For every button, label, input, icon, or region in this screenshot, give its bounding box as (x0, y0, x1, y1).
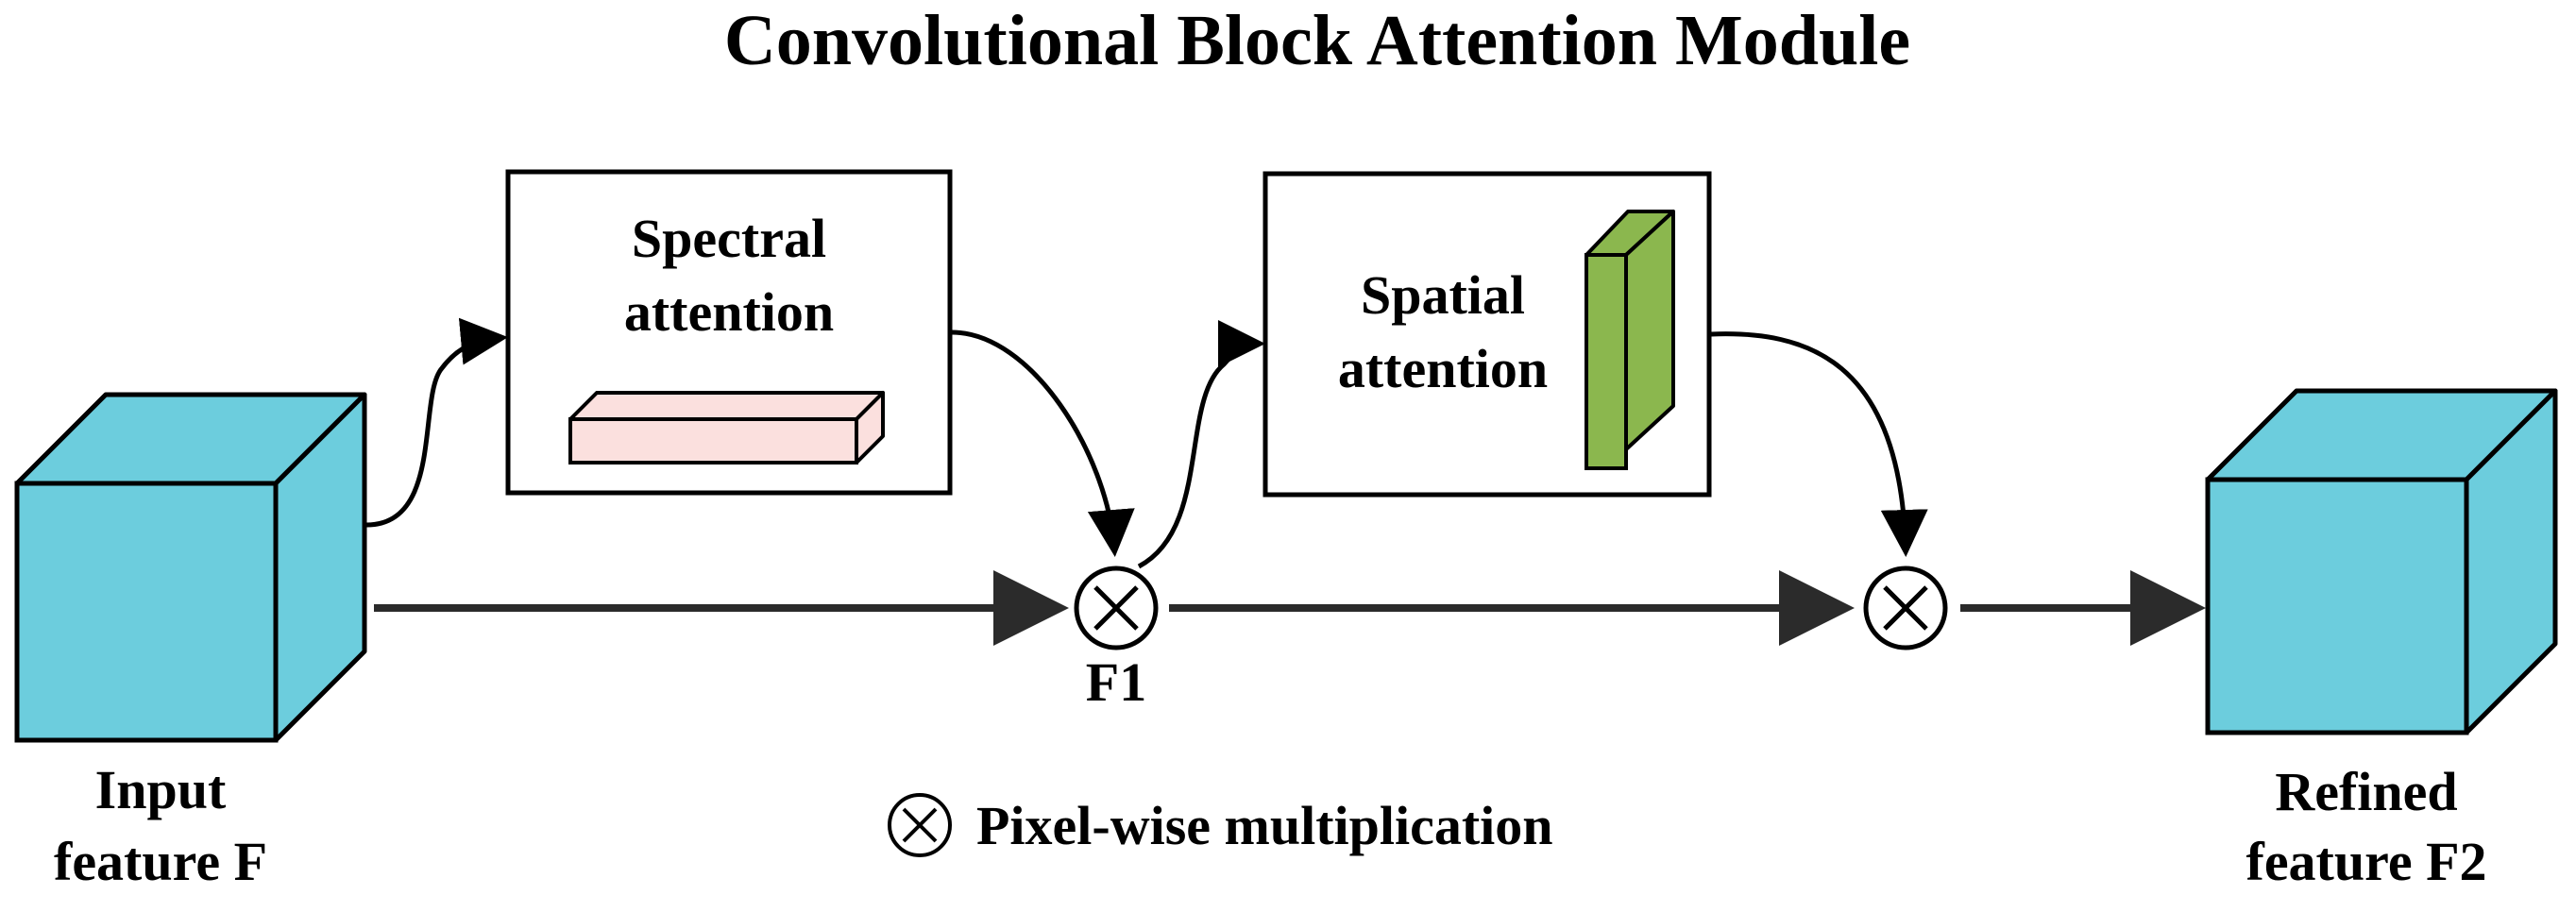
spectral-label-line2: attention (624, 281, 834, 343)
output-label-line2: feature F2 (2246, 831, 2487, 892)
legend-text: Pixel-wise multiplication (976, 795, 1553, 856)
spatial-attention-box: Spatial attention (1263, 171, 1712, 498)
spatial-label-line2: attention (1338, 338, 1548, 399)
input-feature-cube (14, 392, 367, 743)
legend: Pixel-wise multiplication (888, 793, 1553, 857)
input-label-line2: feature F (54, 831, 267, 892)
diagram-title: Convolutional Block Attention Module (724, 1, 1910, 80)
spectral-bar-top (568, 391, 885, 421)
spectral-attention-box: Spectral attention (505, 169, 953, 496)
arrow-spatial-to-mult2 (1710, 331, 1928, 557)
input-cube-front (14, 481, 279, 743)
input-label-line1: Input (95, 759, 227, 820)
multiply-node-1 (1074, 566, 1159, 650)
spatial-bar-icon (1585, 210, 1675, 470)
output-label-line1: Refined (2275, 761, 2457, 822)
output-cube-front (2205, 477, 2469, 735)
spatial-bar-front (1585, 253, 1628, 470)
arrow-input-to-spectral (365, 317, 508, 528)
multiply-node-2 (1863, 566, 1948, 650)
spectral-bar-front (568, 417, 858, 464)
f1-label: F1 (1086, 651, 1146, 713)
arrow-mult1-to-spatial (1137, 320, 1265, 569)
spatial-bar-side (1624, 210, 1675, 451)
arrow-spectral-to-mult1 (951, 329, 1135, 557)
spectral-bar-icon (568, 391, 885, 464)
legend-multiply-icon (888, 793, 952, 857)
refined-feature-cube (2205, 388, 2558, 735)
spectral-label-line1: Spectral (632, 208, 826, 269)
spatial-label-line1: Spatial (1361, 264, 1525, 326)
